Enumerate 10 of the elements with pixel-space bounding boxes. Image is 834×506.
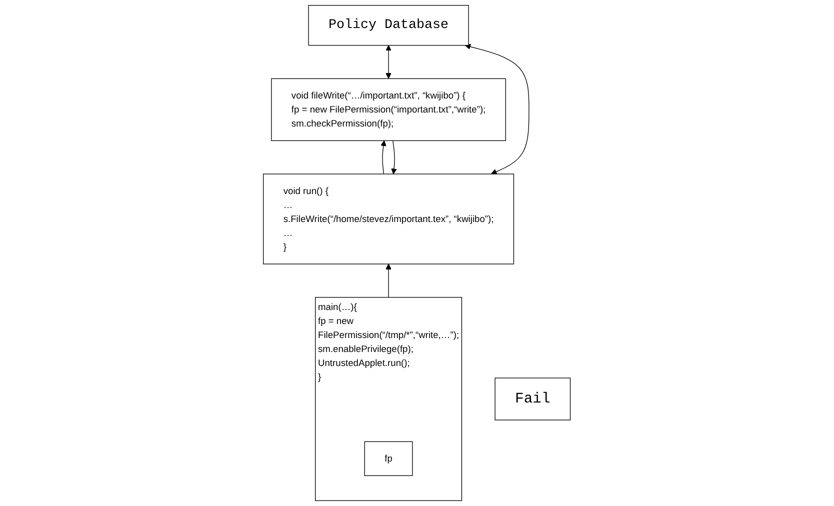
node-box: void run() { … s.FileWrite(“/home/stevez/important.tex”, “kwijibo”); … }: [263, 174, 514, 264]
arrow: [386, 45, 392, 79]
node-box: fp: [364, 441, 413, 476]
node-box: Policy Database: [308, 5, 470, 46]
arrow: [380, 140, 387, 174]
arrow: [391, 140, 398, 174]
arrow: [386, 264, 392, 298]
node-box: Fail: [494, 378, 571, 420]
arrow: [465, 44, 530, 174]
node-box: void fileWrite(“…/important.txt”, “kwijibo”) { fp = new FilePermission(“important.txt”,“write”); sm.checkPermission(fp);: [271, 78, 506, 141]
